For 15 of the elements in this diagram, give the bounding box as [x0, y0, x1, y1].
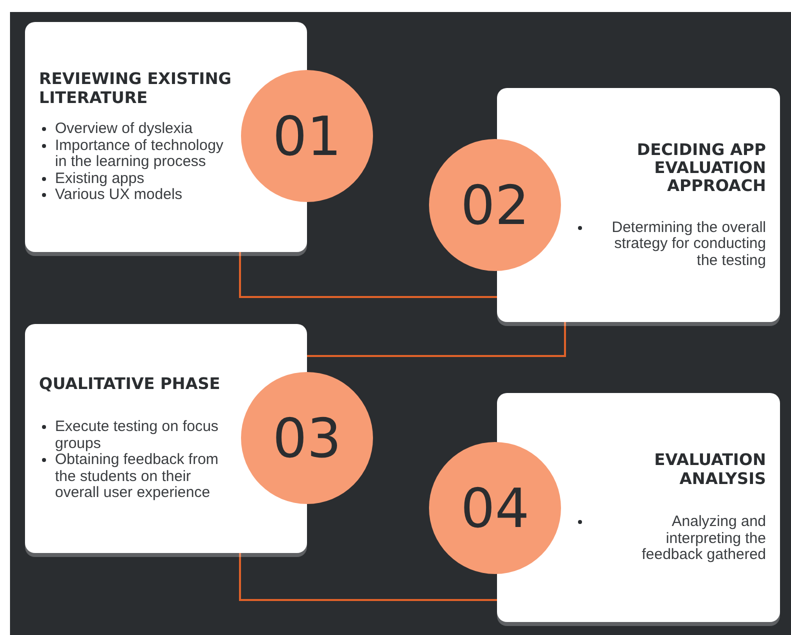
bullet-point: Obtaining feedback from the students on their overall user experience: [39, 452, 237, 502]
bullet-point: Various UX models: [39, 187, 237, 204]
bullet-point: Execute testing on focus groups: [39, 419, 237, 452]
card-heading: DECIDING APP EVALUATION APPROACH: [636, 140, 766, 196]
bullet-point: Overview of dyslexia: [39, 121, 237, 138]
card-heading: QUALITATIVE PHASE: [39, 375, 222, 394]
card-heading: REVIEWING EXISTING LITERATURE: [39, 70, 232, 108]
bullet-point: Determining the overall strategy for conducting the testing: [575, 220, 766, 270]
bullet-point: Analyzing and interpreting the feedback gathered: [575, 514, 766, 564]
connector-line: [239, 553, 497, 601]
card-heading: EVALUATION ANALYSIS: [653, 451, 766, 488]
bullet-point: Existing apps: [39, 170, 237, 188]
connector-line: [239, 252, 497, 298]
bullet-point: Importance of technology in the learning process: [39, 138, 237, 171]
connector-line: [307, 322, 566, 357]
